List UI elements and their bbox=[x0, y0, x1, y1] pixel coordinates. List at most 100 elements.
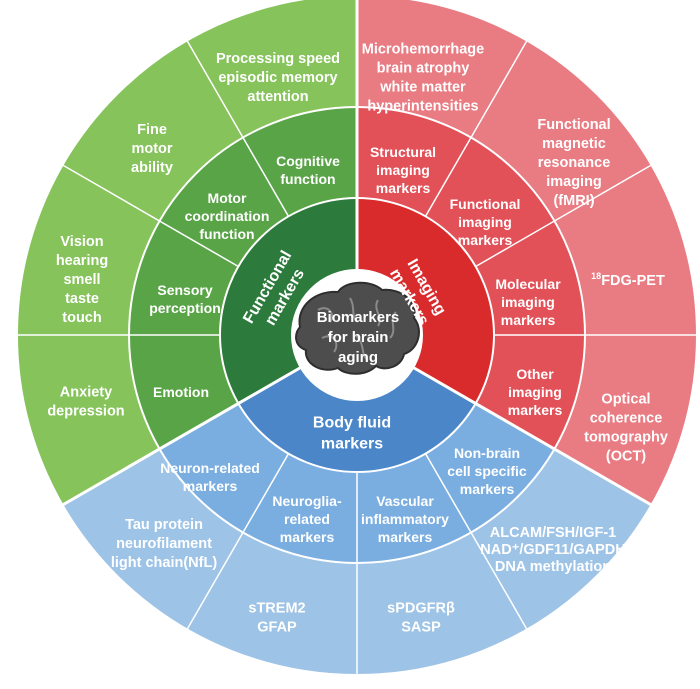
center-title-line: aging bbox=[338, 349, 378, 366]
neuron-label: Neuron-related markers bbox=[160, 460, 260, 494]
vision-label-line: smell bbox=[63, 272, 100, 288]
functional-outer-sector bbox=[17, 0, 357, 505]
fdg-pet-label: 18FDG-PET bbox=[591, 271, 665, 289]
molecular-label-line: markers bbox=[501, 312, 556, 328]
wheel-sectors bbox=[17, 0, 697, 675]
neuron-label-line: Neuron-related bbox=[160, 460, 260, 476]
strem2-label-line: sTREM2 bbox=[248, 601, 305, 617]
structural-label-line: imaging bbox=[376, 162, 430, 178]
wheel-labels: Biomarkers for brain aging Functional marker… bbox=[47, 42, 668, 636]
functional-imaging-label-line: markers bbox=[458, 232, 513, 248]
subsector-divider bbox=[424, 453, 528, 630]
processing-label-line: episodic memory bbox=[218, 70, 337, 86]
fmri-label-line: resonance bbox=[538, 155, 611, 171]
other-imaging-label-line: markers bbox=[508, 402, 563, 418]
center-title-line: for brain bbox=[328, 329, 389, 346]
vision-label-line: touch bbox=[62, 310, 101, 326]
motor-label-line: coordination bbox=[185, 208, 270, 224]
fine-motor-label-line: ability bbox=[131, 160, 173, 176]
structural-label-line: Structural bbox=[370, 144, 436, 160]
fmri-label: Functional magnetic resonance imaging (fMRI) bbox=[537, 117, 610, 209]
emotion-label-line: Emotion bbox=[153, 384, 209, 400]
neuroglia-label-line: markers bbox=[280, 529, 335, 545]
microhemorrhage-label-line: Microhemorrhage bbox=[362, 42, 484, 58]
oct-label-line: coherence bbox=[590, 411, 663, 427]
tau-label-line: neurofilament bbox=[116, 536, 212, 552]
processing-label-line: attention bbox=[247, 89, 308, 105]
tau-label-line: light chain(NfL) bbox=[111, 555, 217, 571]
neuron-label-line: markers bbox=[183, 478, 238, 494]
anxiety-label-line: depression bbox=[47, 404, 124, 420]
spdgfrb-label-line: SASP bbox=[401, 620, 441, 636]
vascular-label-line: Vascular bbox=[376, 493, 434, 509]
center-title: Biomarkers for brain aging bbox=[317, 309, 400, 366]
fine-motor-label: Fine motor ability bbox=[131, 122, 173, 176]
fine-motor-label-line: Fine bbox=[137, 122, 167, 138]
cognitive-label-line: function bbox=[280, 171, 335, 187]
molecular-label-line: Molecular bbox=[495, 276, 561, 292]
imaging-mid-sector bbox=[357, 107, 585, 449]
functional-imaging-label-line: Functional bbox=[450, 196, 521, 212]
spdgfrb-label-line: sPDGFRβ bbox=[387, 601, 455, 617]
fluid-core-label-line: markers bbox=[321, 436, 383, 453]
sensory-label-line: perception bbox=[149, 300, 221, 316]
nonbrain-label-line: cell specific bbox=[447, 463, 527, 479]
other-imaging-label: Other imaging markers bbox=[508, 366, 563, 418]
alcam-label-line: NAD⁺/GDF11/GAPDH bbox=[480, 542, 625, 558]
sector-divider bbox=[61, 366, 302, 507]
microhemorrhage-label-line: hyperintensities bbox=[367, 99, 478, 115]
emotion-label: Emotion bbox=[153, 384, 209, 400]
subsector-divider bbox=[62, 164, 239, 268]
fluid-core-label: Body fluid markers bbox=[313, 415, 391, 453]
vascular-label-line: inflammatory bbox=[361, 511, 449, 527]
alcam-label-line: ALCAM/FSH/IGF-1 bbox=[490, 525, 616, 541]
fluid-core-label-line: Body fluid bbox=[313, 415, 391, 432]
wheel-dividers bbox=[16, 0, 698, 676]
vision-label-line: Vision bbox=[60, 234, 103, 250]
other-imaging-label-line: Other bbox=[516, 366, 554, 382]
other-imaging-label-line: imaging bbox=[508, 384, 562, 400]
subsector-divider bbox=[475, 164, 652, 268]
subsector-divider bbox=[186, 40, 290, 217]
fmri-label-line: imaging bbox=[546, 174, 602, 190]
sensory-label: Sensory perception bbox=[149, 282, 221, 316]
sensory-label-line: Sensory bbox=[157, 282, 212, 298]
fdg-pet-superscript: 18 bbox=[591, 271, 601, 281]
alcam-label-line: DNA methylation bbox=[495, 559, 611, 575]
vascular-label-line: markers bbox=[378, 529, 433, 545]
fmri-label-line: (fMRI) bbox=[553, 193, 594, 209]
microhemorrhage-label-line: white matter bbox=[379, 80, 466, 96]
subsector-divider bbox=[186, 453, 290, 630]
center-title-line: Biomarkers bbox=[317, 309, 400, 326]
neuroglia-label-line: related bbox=[284, 511, 330, 527]
vision-label-line: hearing bbox=[56, 253, 108, 269]
fluid-outer-sector bbox=[62, 449, 652, 675]
fmri-label-line: magnetic bbox=[542, 136, 606, 152]
molecular-label-line: imaging bbox=[501, 294, 555, 310]
oct-label-line: (OCT) bbox=[606, 449, 646, 465]
cognitive-label: Cognitive function bbox=[276, 153, 340, 187]
fmri-label-line: Functional bbox=[537, 117, 610, 133]
functional-imaging-label: Functional imaging markers bbox=[450, 196, 521, 248]
vascular-label: Vascular inflammatory markers bbox=[361, 493, 449, 545]
functional-mid-sector bbox=[129, 107, 357, 449]
brain-icon bbox=[295, 281, 420, 375]
fine-motor-label-line: motor bbox=[131, 141, 172, 157]
cognitive-label-line: Cognitive bbox=[276, 153, 340, 169]
functional-imaging-label-line: imaging bbox=[458, 214, 512, 230]
tau-label-line: Tau protein bbox=[125, 517, 203, 533]
oct-label-line: Optical bbox=[601, 392, 650, 408]
motor-label-line: Motor bbox=[208, 190, 247, 206]
